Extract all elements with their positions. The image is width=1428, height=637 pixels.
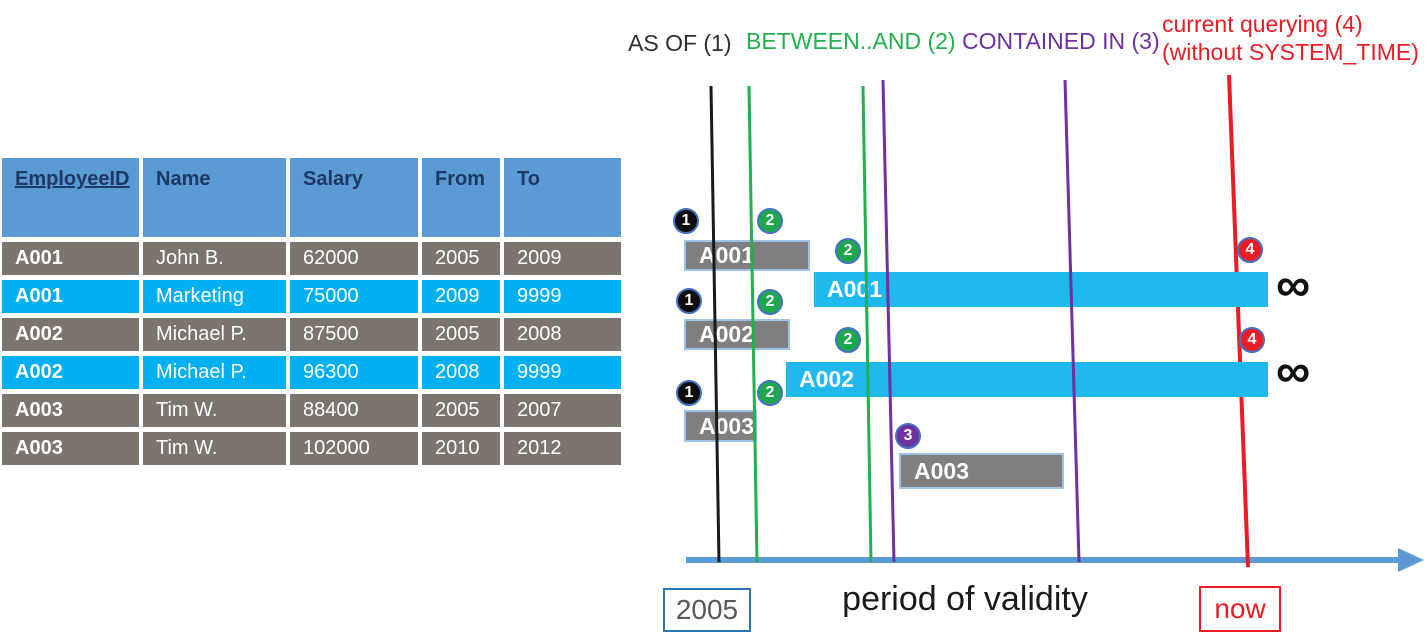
contained-end-line: [1063, 79, 1081, 563]
marker-between-a003: 2: [757, 380, 783, 406]
cell-salary: 102000: [290, 432, 418, 465]
bar-label: A003: [699, 412, 754, 439]
bar-label: A001: [699, 242, 754, 268]
bar-a002-old: A002: [684, 319, 790, 350]
infinity-icon-a002: ∞: [1276, 345, 1311, 398]
bar-label: A002: [799, 366, 854, 392]
cell-to: 2012: [504, 432, 621, 465]
axis-title: period of validity: [842, 580, 1088, 618]
cell-from: 2005: [422, 318, 500, 351]
cell-salary: 88400: [290, 394, 418, 427]
column-header-from: From: [422, 158, 500, 237]
cell-to: 2009: [504, 242, 621, 275]
column-header-employeeid: EmployeeID: [2, 158, 139, 237]
cell-name: Marketing: [143, 280, 286, 313]
cell-name: Tim W.: [143, 394, 286, 427]
cell-employeeid: A001: [2, 280, 139, 313]
cell-name: Michael P.: [143, 318, 286, 351]
legend-as-of: AS OF (1): [628, 30, 732, 56]
cell-from: 2009: [422, 280, 500, 313]
marker-contained-a003: 3: [895, 423, 921, 449]
bar-a003-second: A003: [899, 453, 1064, 489]
cell-salary: 75000: [290, 280, 418, 313]
bar-a001-current: A001: [814, 272, 1268, 307]
cell-from: 2005: [422, 394, 500, 427]
marker-between-a002: 2: [757, 289, 783, 315]
cell-to: 9999: [504, 356, 621, 389]
marker-between-a001b: 2: [835, 238, 861, 264]
cell-salary: 62000: [290, 242, 418, 275]
infinity-icon-a001: ∞: [1276, 259, 1311, 312]
between-end-line: [861, 85, 873, 563]
legend-contained-in: CONTAINED IN (3): [962, 28, 1160, 54]
legend-between-and: BETWEEN..AND (2): [746, 28, 956, 54]
cell-employeeid: A003: [2, 394, 139, 427]
column-header-to: To: [504, 158, 621, 237]
axis-now-box: now: [1199, 586, 1281, 632]
marker-as-of-a003: 1: [676, 380, 702, 406]
legend-current-querying: current querying (4) (without SYSTEM_TIM…: [1162, 10, 1419, 66]
marker-as-of-a002: 1: [676, 288, 702, 314]
marker-as-of-a001: 1: [673, 208, 699, 234]
bar-a002-current: A002: [786, 362, 1268, 397]
cell-from: 2005: [422, 242, 500, 275]
marker-current-a002: 4: [1239, 327, 1265, 353]
cell-employeeid: A002: [2, 318, 139, 351]
bar-label: A001: [827, 276, 882, 302]
validity-axis-arrowhead: [1398, 548, 1424, 572]
marker-between-a002b: 2: [835, 327, 861, 353]
cell-from: 2010: [422, 432, 500, 465]
bar-label: A002: [699, 321, 754, 347]
salary-history-table: EmployeeID Name Salary From To A001 John…: [2, 158, 621, 465]
bar-a003-old: A003: [684, 410, 757, 442]
cell-to: 2008: [504, 318, 621, 351]
bar-a001-old: A001: [684, 240, 810, 271]
bar-label: A003: [914, 457, 969, 484]
marker-current-a001: 4: [1237, 237, 1263, 263]
legend-current-querying-line1: current querying (4): [1162, 11, 1363, 37]
now-line: [1227, 74, 1250, 568]
cell-salary: 87500: [290, 318, 418, 351]
cell-name: Tim W.: [143, 432, 286, 465]
cell-employeeid: A003: [2, 432, 139, 465]
cell-employeeid: A002: [2, 356, 139, 389]
column-header-salary: Salary: [290, 158, 418, 237]
contained-start-line: [881, 79, 896, 563]
column-header-name: Name: [143, 158, 286, 237]
legend-current-querying-line2: (without SYSTEM_TIME): [1162, 39, 1419, 65]
marker-between-a001: 2: [757, 208, 783, 234]
cell-from: 2008: [422, 356, 500, 389]
cell-name: John B.: [143, 242, 286, 275]
cell-to: 2007: [504, 394, 621, 427]
cell-to: 9999: [504, 280, 621, 313]
axis-start-year-box: 2005: [663, 588, 751, 632]
cell-name: Michael P.: [143, 356, 286, 389]
cell-employeeid: A001: [2, 242, 139, 275]
cell-salary: 96300: [290, 356, 418, 389]
